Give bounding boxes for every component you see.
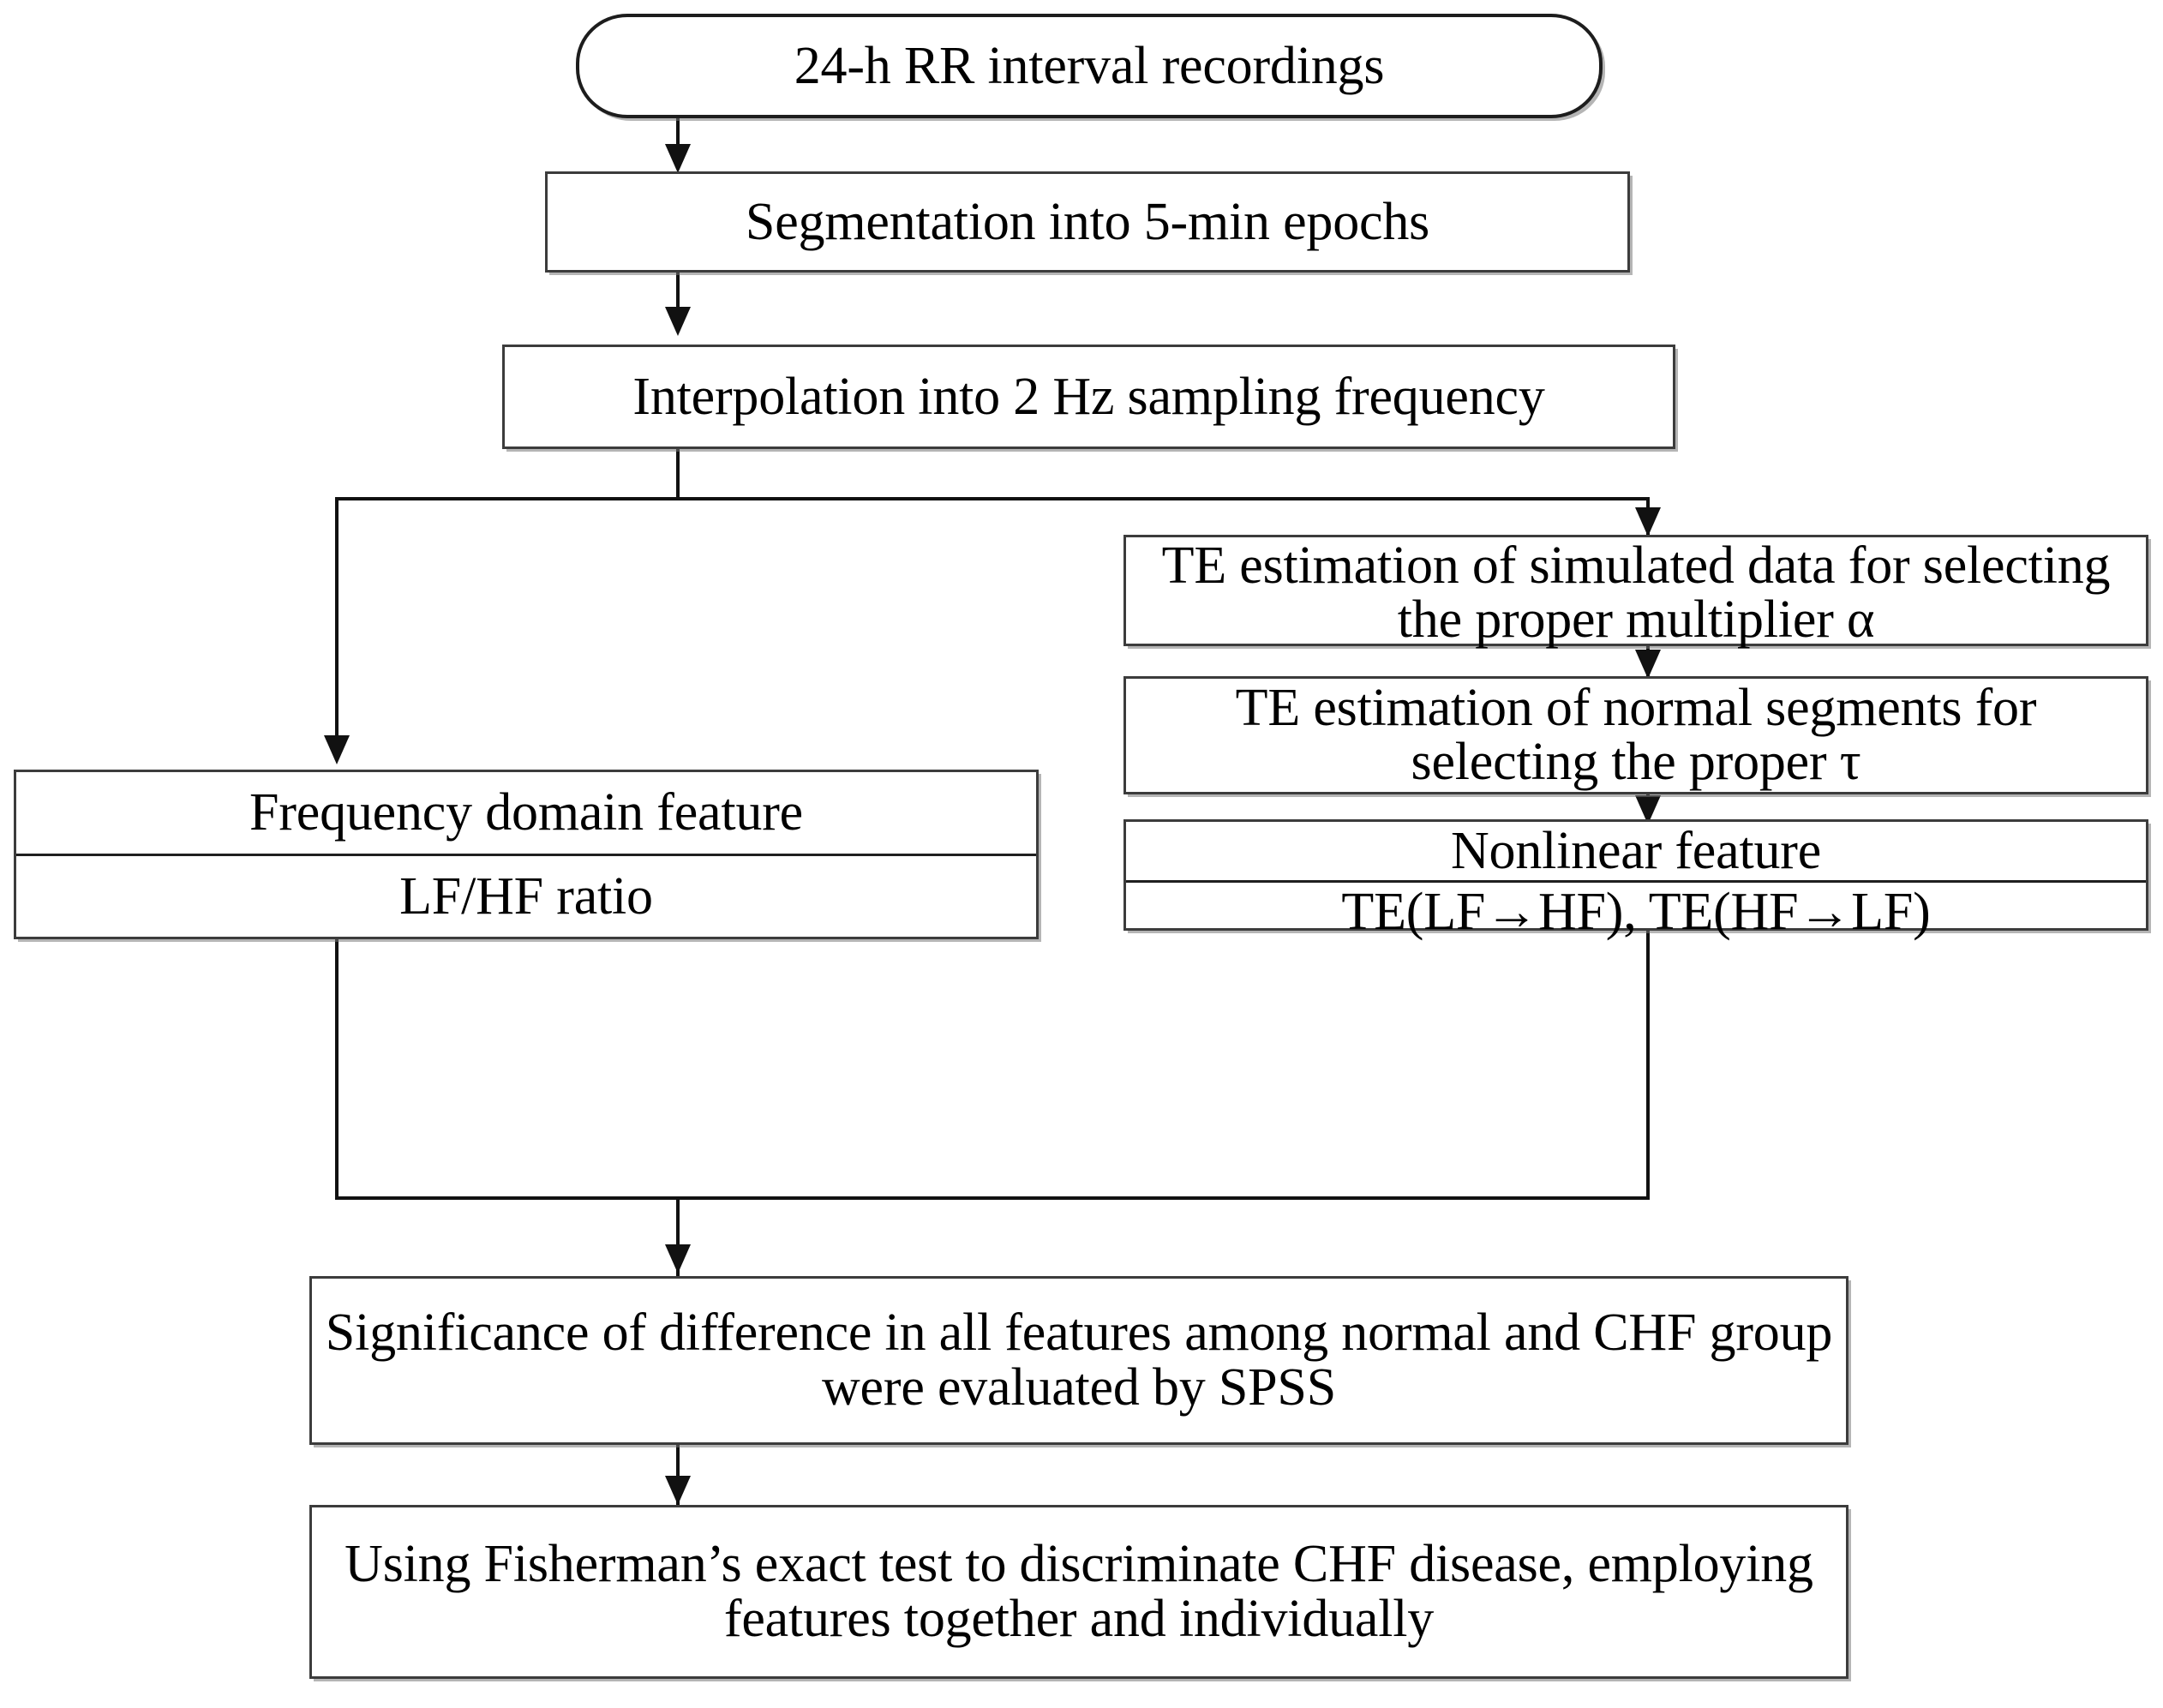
connector-spss-to-fisher: [676, 1444, 680, 1506]
arrowhead-segmentation-to-interpolation: [665, 307, 691, 336]
connector-interpolation-trunk: [676, 447, 680, 500]
node-nonlinear-feature-header-cell: Nonlinear feature: [1126, 822, 2146, 880]
arrowhead-to-te-simulated: [1635, 507, 1661, 536]
node-fisher-exact-test-label: Using Fisherman’s exact test to discrimi…: [345, 1535, 1813, 1648]
node-interpolation-cell: Interpolation into 2 Hz sampling frequen…: [505, 347, 1673, 446]
arrowhead-start-to-segmentation: [665, 144, 691, 173]
arrowhead-spss-to-fisher: [665, 1476, 691, 1505]
node-frequency-domain-feature-header-cell: Frequency domain feature: [16, 772, 1036, 854]
node-segmentation-label: Segmentation into 5-min epochs: [745, 192, 1430, 251]
node-te-estimation-simulated-label: TE estimation of simulated data for sele…: [1161, 536, 2111, 650]
node-te-estimation-normal-label: TE estimation of normal segments for sel…: [1235, 678, 2037, 791]
arrowhead-to-frequency-feature: [324, 735, 350, 764]
connector-start-to-segmentation: [676, 116, 680, 157]
node-te-estimation-simulated[interactable]: TE estimation of simulated data for sele…: [1123, 535, 2148, 649]
node-segmentation-cell: Segmentation into 5-min epochs: [548, 174, 1627, 270]
node-start-recordings-label: 24-h RR interval recordings: [794, 36, 1385, 95]
node-interpolation-label: Interpolation into 2 Hz sampling frequen…: [632, 367, 1545, 426]
node-frequency-domain-feature-header: Frequency domain feature: [249, 783, 803, 842]
connector-segmentation-to-interpolation: [676, 270, 680, 318]
node-frequency-domain-feature-body: LF/HF ratio: [399, 866, 653, 926]
connector-merge-right-leg: [1646, 930, 1650, 1200]
connector-merge-to-spss: [676, 1196, 680, 1278]
connector-merge-left-leg: [335, 938, 339, 1200]
arrowhead-te-simulated-to-te-normal: [1635, 650, 1661, 679]
node-spss-significance[interactable]: Significance of difference in all featur…: [309, 1276, 1848, 1445]
connector-split-bus: [335, 497, 1650, 500]
node-nonlinear-feature-body-cell: TE(LF→HF), TE(HF→LF): [1126, 880, 2146, 941]
node-fisher-exact-test[interactable]: Using Fisherman’s exact test to discrimi…: [309, 1505, 1848, 1679]
node-spss-significance-cell: Significance of difference in all featur…: [312, 1279, 1846, 1442]
node-te-estimation-normal[interactable]: TE estimation of normal segments for sel…: [1123, 676, 2148, 794]
node-frequency-domain-feature[interactable]: Frequency domain feature LF/HF ratio: [14, 770, 1039, 939]
node-interpolation[interactable]: Interpolation into 2 Hz sampling frequen…: [502, 345, 1675, 449]
connector-split-left-leg: [335, 497, 339, 741]
node-segmentation[interactable]: Segmentation into 5-min epochs: [545, 171, 1630, 273]
node-nonlinear-feature[interactable]: Nonlinear feature TE(LF→HF), TE(HF→LF): [1123, 819, 2148, 940]
node-start-recordings-cell: 24-h RR interval recordings: [579, 17, 1599, 115]
node-start-recordings[interactable]: 24-h RR interval recordings: [576, 14, 1603, 118]
node-nonlinear-feature-body: TE(LF→HF), TE(HF→LF): [1341, 883, 1931, 942]
node-spss-significance-label: Significance of difference in all featur…: [325, 1303, 1833, 1417]
node-fisher-exact-test-cell: Using Fisherman’s exact test to discrimi…: [312, 1507, 1846, 1676]
connector-merge-bus: [335, 1196, 1650, 1200]
node-nonlinear-feature-header: Nonlinear feature: [1450, 822, 1822, 880]
node-te-estimation-simulated-cell: TE estimation of simulated data for sele…: [1126, 537, 2146, 649]
node-te-estimation-normal-cell: TE estimation of normal segments for sel…: [1126, 679, 2146, 792]
arrowhead-merge-to-spss: [665, 1244, 691, 1274]
node-frequency-domain-feature-body-cell: LF/HF ratio: [16, 853, 1036, 938]
